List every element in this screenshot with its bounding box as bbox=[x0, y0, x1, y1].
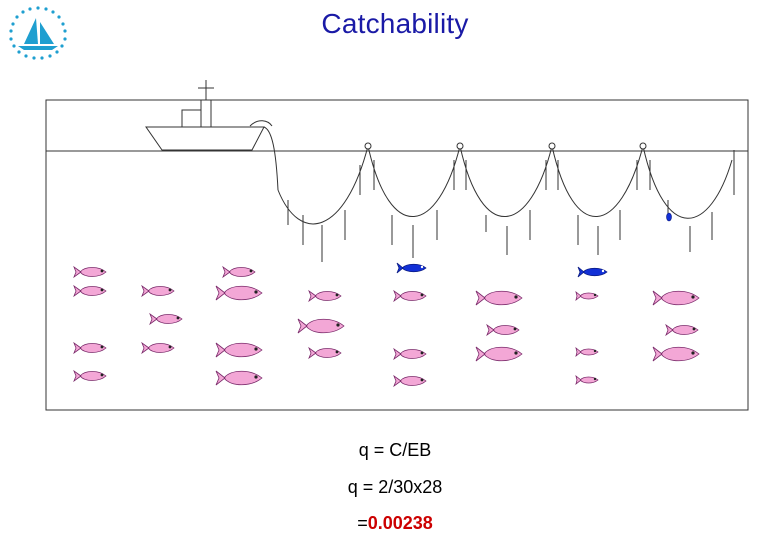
float-buoys bbox=[364, 142, 647, 150]
fish-icon bbox=[149, 313, 183, 325]
fish-icon bbox=[652, 346, 700, 362]
fish-icon bbox=[308, 347, 342, 359]
fish-icon bbox=[73, 285, 107, 297]
slide-title: Catchability bbox=[321, 8, 469, 39]
fish-icon bbox=[215, 285, 263, 301]
fish-icon bbox=[141, 285, 175, 297]
fish-icon bbox=[486, 324, 520, 336]
formula-catchability: q = C/EB bbox=[358, 440, 432, 460]
fish-icon bbox=[73, 266, 107, 278]
fishing-boat-icon bbox=[145, 80, 273, 151]
branch-lines bbox=[287, 150, 735, 262]
fish-icon bbox=[475, 290, 523, 306]
fish-population bbox=[73, 266, 700, 387]
fish-icon bbox=[308, 290, 342, 302]
caught-fish-icon bbox=[396, 212, 672, 278]
fishing-diagram bbox=[45, 80, 749, 411]
fish-icon bbox=[665, 324, 699, 336]
equals-sign: = bbox=[357, 513, 368, 533]
fish-icon bbox=[141, 342, 175, 354]
fish-icon bbox=[215, 342, 263, 358]
fish-icon bbox=[393, 290, 427, 302]
fish-icon bbox=[393, 348, 427, 360]
fish-icon bbox=[475, 346, 523, 362]
fish-icon bbox=[575, 347, 599, 357]
fish-icon bbox=[575, 291, 599, 301]
mainline-cable bbox=[263, 126, 279, 191]
fish-icon bbox=[652, 290, 700, 306]
fish-icon bbox=[215, 370, 263, 386]
formula-result: =0.00238 bbox=[0, 513, 780, 534]
fish-icon bbox=[393, 375, 427, 387]
fish-icon bbox=[575, 375, 599, 385]
formula-substitution: q = 2/30x28 bbox=[347, 477, 443, 497]
fish-icon bbox=[73, 370, 107, 382]
spc-emblem-icon bbox=[9, 6, 67, 60]
longline-mainline bbox=[277, 145, 733, 225]
sea-area-frame bbox=[45, 99, 749, 411]
result-value: 0.00238 bbox=[367, 513, 433, 533]
fish-icon bbox=[73, 342, 107, 354]
fish-icon bbox=[297, 318, 345, 334]
fish-icon bbox=[222, 266, 256, 278]
